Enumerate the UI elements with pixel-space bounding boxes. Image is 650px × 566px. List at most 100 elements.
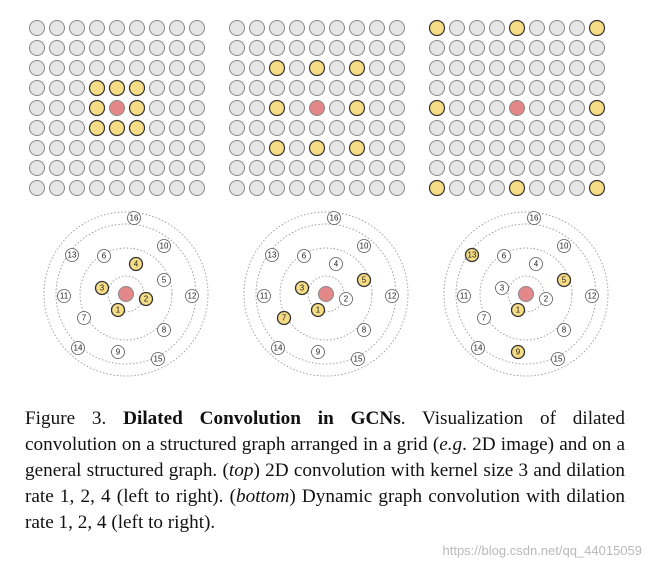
grid-node xyxy=(49,60,65,76)
grid-node xyxy=(249,140,265,156)
grid-node xyxy=(249,80,265,96)
neighborhood-ring xyxy=(443,211,609,377)
grid-neighbor-node xyxy=(88,99,106,117)
grid-center-node xyxy=(309,100,325,116)
grid-node xyxy=(329,20,345,36)
graph-node-label: 1 xyxy=(316,306,321,315)
grid-node xyxy=(529,60,545,76)
grid-node xyxy=(369,100,385,116)
grid-node xyxy=(109,140,125,156)
caption-text-3: ) 2D convolution with kernel size 3 and … xyxy=(25,460,625,507)
grid-node xyxy=(369,180,385,196)
graph-node-label: 16 xyxy=(530,214,539,223)
graph-node-label: 10 xyxy=(160,242,169,251)
grid-node xyxy=(229,120,245,136)
grid-node xyxy=(49,100,65,116)
grid-node xyxy=(529,140,545,156)
graph-node-label: 7 xyxy=(282,314,287,323)
grid-node xyxy=(29,140,45,156)
grid-node xyxy=(289,60,305,76)
grid-node xyxy=(509,160,525,176)
grid-node xyxy=(489,120,505,136)
caption-bottom: bottom xyxy=(236,486,290,507)
graph-node-label: 9 xyxy=(316,348,321,357)
grid-neighbor-node xyxy=(508,19,526,37)
grid-node xyxy=(469,40,485,56)
neighborhood-ring xyxy=(243,211,409,377)
graph-node-label: 3 xyxy=(300,284,305,293)
graph-node-label: 12 xyxy=(388,292,397,301)
grid-node xyxy=(569,60,585,76)
graph-node-label: 4 xyxy=(534,260,539,269)
grid-node xyxy=(269,80,285,96)
graph-node xyxy=(471,341,485,355)
grid-node xyxy=(329,120,345,136)
graph-node xyxy=(585,289,599,303)
graph-center-node xyxy=(318,286,334,302)
grid-node xyxy=(69,160,85,176)
graph-node xyxy=(151,352,165,366)
grid-node xyxy=(569,80,585,96)
grid-node xyxy=(189,180,205,196)
graph-node-label: 15 xyxy=(554,355,563,364)
grid-node xyxy=(129,20,145,36)
grid-node xyxy=(269,20,285,36)
grid-node xyxy=(89,140,105,156)
grid-node xyxy=(29,20,45,36)
graph-node-label: 14 xyxy=(474,344,483,353)
graph-node xyxy=(65,248,79,262)
grid-node xyxy=(389,60,405,76)
neighborhood-ring xyxy=(79,247,173,341)
grid-node xyxy=(69,120,85,136)
grid-node xyxy=(289,40,305,56)
grid-node xyxy=(349,160,365,176)
grid-node xyxy=(149,180,165,196)
grid-node xyxy=(289,180,305,196)
grid-node xyxy=(89,180,105,196)
grid-node xyxy=(309,80,325,96)
graph-node-label: 5 xyxy=(162,276,167,285)
grid-node xyxy=(549,140,565,156)
grid-node xyxy=(589,140,605,156)
grid-node xyxy=(69,60,85,76)
graph-node-label: 16 xyxy=(330,214,339,223)
graph-neighbor-node xyxy=(294,280,310,296)
caption-eg: e.g xyxy=(439,434,463,455)
graph-node xyxy=(457,289,471,303)
graph-node-label: 5 xyxy=(362,276,367,285)
grid-node xyxy=(289,140,305,156)
grid-neighbor-node xyxy=(268,99,286,117)
grid-node xyxy=(429,80,445,96)
grid-node xyxy=(29,180,45,196)
watermark: https://blog.csdn.net/qq_44015059 xyxy=(442,543,643,558)
grid-node xyxy=(29,40,45,56)
graph-node xyxy=(495,281,509,295)
grid-neighbor-node xyxy=(428,19,446,37)
graph-node xyxy=(127,211,141,225)
grid-node xyxy=(369,20,385,36)
grid-node xyxy=(369,60,385,76)
grid-node xyxy=(549,180,565,196)
neighborhood-ring xyxy=(279,247,373,341)
grid-neighbor-node xyxy=(428,99,446,117)
grid-node xyxy=(49,140,65,156)
grid-node xyxy=(49,160,65,176)
grid-node xyxy=(489,180,505,196)
grid-node xyxy=(149,40,165,56)
grid-node xyxy=(29,120,45,136)
grid-node xyxy=(389,20,405,36)
grid-neighbor-node xyxy=(508,179,526,197)
grid-node xyxy=(309,180,325,196)
graph-node-label: 2 xyxy=(344,295,349,304)
grid-neighbor-node xyxy=(108,79,126,97)
grid-neighbor-node xyxy=(308,59,326,77)
grid-node xyxy=(189,80,205,96)
grid-node xyxy=(249,160,265,176)
graph-node-label: 7 xyxy=(482,314,487,323)
grid-node xyxy=(269,160,285,176)
grid-node xyxy=(529,180,545,196)
grid-node xyxy=(89,60,105,76)
graph-neighbor-node xyxy=(510,302,526,318)
graph-node xyxy=(157,273,171,287)
